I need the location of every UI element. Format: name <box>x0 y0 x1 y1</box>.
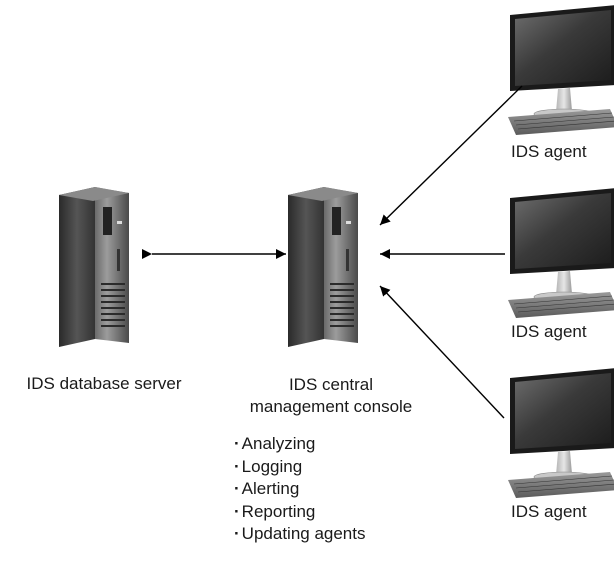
central-console-server-icon <box>288 187 358 347</box>
function-item: Alerting <box>234 478 366 501</box>
function-item: Updating agents <box>234 523 366 546</box>
agent-3-to-console-arrow <box>379 285 505 419</box>
agent-3-label: IDS agent <box>511 502 587 521</box>
agent-2-label: IDS agent <box>511 322 587 341</box>
agent-2-workstation-icon <box>507 187 614 319</box>
function-item: Reporting <box>234 501 366 524</box>
agent-1-label: IDS agent <box>511 142 587 161</box>
database-server-label: IDS database server <box>26 374 182 393</box>
function-item: Logging <box>234 456 366 479</box>
central-console-label-line1: IDS central <box>288 375 374 394</box>
function-item: Analyzing <box>234 433 366 456</box>
agent-3-workstation-icon <box>507 367 614 499</box>
database-server-icon <box>59 187 129 347</box>
agent-1-to-console-arrow <box>379 85 523 226</box>
console-function-list: Analyzing Logging Alerting Reporting Upd… <box>234 433 366 546</box>
central-console-label-line2: management console <box>249 397 413 416</box>
agent-1-workstation-icon <box>507 4 614 136</box>
